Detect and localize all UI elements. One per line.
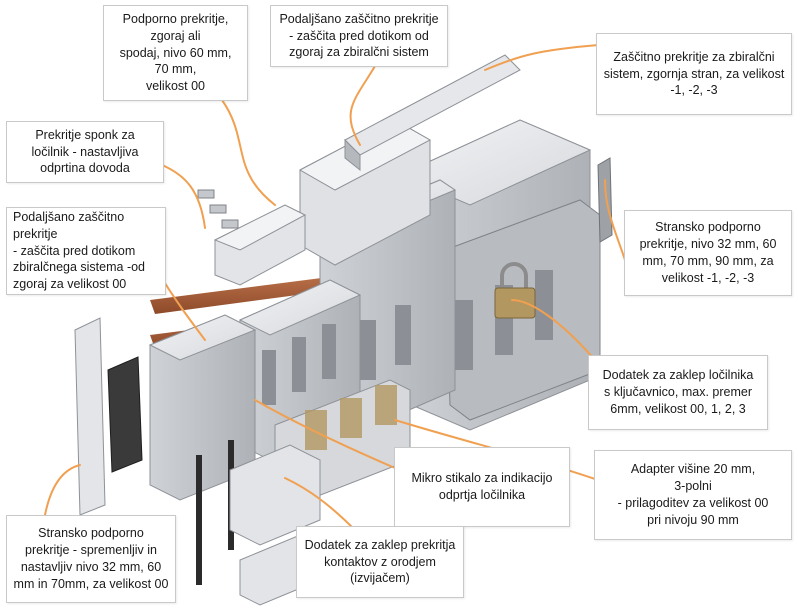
callout-busbar-top-cover: Zaščitno prekritje za zbiralčni sistem, … bbox=[596, 33, 792, 115]
side-cover-left bbox=[74, 317, 143, 516]
callout-micro-switch: Mikro stikalo za indikacijo odprtja loči… bbox=[394, 447, 570, 527]
side-cover-right bbox=[597, 157, 613, 243]
callout-extended-cover-size-00: Podaljšano zaščitno prekritje - zaščita … bbox=[6, 207, 166, 295]
leader-c8 bbox=[254, 399, 396, 469]
callout-extended-cover-busbar: Podaljšano zaščitno prekritje - zaščita … bbox=[270, 5, 448, 67]
leader-c10 bbox=[44, 464, 81, 516]
padlock-icon bbox=[494, 262, 536, 319]
callout-height-adapter: Adapter višine 20 mm, 3-polni - prilagod… bbox=[594, 450, 792, 540]
leader-c6 bbox=[604, 179, 626, 261]
terminal-cover-small bbox=[213, 204, 307, 286]
top-cover-middle bbox=[298, 119, 432, 266]
callout-side-support-cover-adjustable: Stransko podporno prekritje - spremenlji… bbox=[6, 515, 176, 603]
leader-c1 bbox=[221, 99, 276, 206]
callout-contact-cover-lock: Dodatek za zaklep prekritja kontaktov z … bbox=[296, 526, 464, 598]
callout-terminal-cover: Prekritje sponk za ločilnik - nastavljiv… bbox=[6, 121, 164, 183]
callout-padlock-accessory: Dodatek za zaklep ločilnika s ključavnic… bbox=[588, 355, 768, 430]
leader-c2 bbox=[349, 65, 376, 146]
leader-c4 bbox=[161, 164, 206, 229]
busbar-top-cover bbox=[344, 54, 521, 172]
callout-support-cover-top-bottom: Podporno prekritje, zgoraj ali spodaj, n… bbox=[103, 5, 248, 101]
illustration bbox=[74, 54, 613, 606]
callout-side-support-cover-sizes: Stransko podporno prekritje, nivo 32 mm,… bbox=[624, 210, 792, 296]
leader-c3 bbox=[484, 44, 599, 71]
leader-c11 bbox=[284, 477, 356, 531]
leader-c7 bbox=[511, 299, 596, 361]
terminal-pieces bbox=[197, 189, 239, 229]
